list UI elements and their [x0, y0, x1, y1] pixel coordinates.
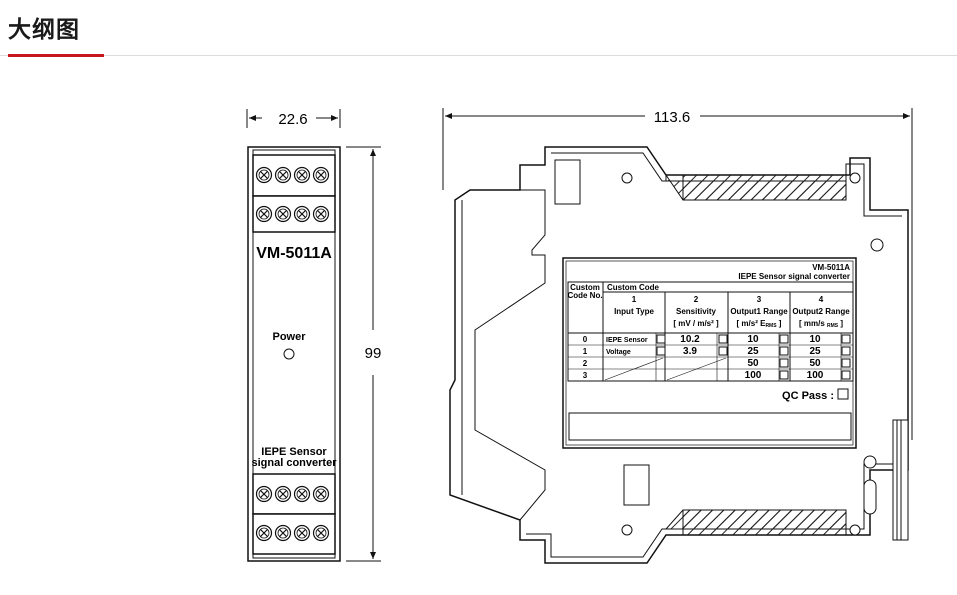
terminal-screw-inner [277, 208, 289, 220]
terminal-screw-cross [317, 210, 325, 218]
front-height-dimension: 99 [365, 345, 382, 362]
col-number: 2 [694, 295, 699, 304]
col-unit: [ m/s² ERMS ] [737, 319, 782, 329]
terminal-screw-inner [277, 488, 289, 500]
output2-value: 25 [809, 346, 821, 357]
terminal-screw-inner [315, 208, 327, 220]
terminal-screw-cross [279, 210, 287, 218]
terminal-screw-cross [317, 529, 325, 537]
header-divider [0, 55, 957, 56]
terminal-screw-inner [296, 488, 308, 500]
col-number: 1 [632, 295, 637, 304]
terminal-screw-inner [258, 208, 270, 220]
col-title: Output1 Range [730, 307, 788, 316]
checkbox [841, 358, 851, 368]
checkbox [779, 370, 789, 380]
col-title: Input Type [614, 307, 654, 316]
terminal-screw-inner [296, 208, 308, 220]
checkbox [656, 346, 666, 356]
front-width-dimension: 22.6 [278, 111, 307, 128]
terminal-screw-inner [296, 169, 308, 181]
checkbox [841, 334, 851, 344]
checkbox [656, 334, 666, 344]
terminal-screw-inner [277, 527, 289, 539]
output1-value: 25 [747, 346, 759, 357]
col-unit: [ mV / m/s² ] [673, 319, 719, 328]
terminal-screw-inner [315, 169, 327, 181]
sensitivity-value: 3.9 [683, 346, 697, 357]
col-title: Output2 Range [792, 307, 850, 316]
checkbox [841, 346, 851, 356]
terminal-screw-cross [298, 529, 306, 537]
col-unit: [ mm/s RMS ] [799, 319, 843, 329]
output1-value: 10 [747, 334, 759, 345]
terminal-screw-cross [279, 171, 287, 179]
terminal-screw-inner [258, 169, 270, 181]
output2-value: 10 [809, 334, 821, 345]
terminal-screw-cross [260, 171, 268, 179]
row-code: 3 [583, 371, 588, 380]
header-accent-bar [8, 54, 104, 57]
terminal-screw-cross [260, 529, 268, 537]
side-view: 113.6 VM-5011A IEPE Senso [442, 108, 913, 564]
output1-value: 100 [745, 370, 762, 381]
terminal-screw-cross [317, 171, 325, 179]
col0-header-l1: Custom [570, 283, 600, 292]
custom-code-header: Custom Code [607, 283, 660, 292]
power-led-icon [283, 348, 295, 360]
checkbox [841, 370, 851, 380]
terminal-screw-inner [258, 527, 270, 539]
output1-value: 50 [747, 358, 759, 369]
power-label: Power [272, 331, 306, 343]
input-type: IEPE Sensor [606, 337, 648, 344]
terminal-screw-cross [298, 171, 306, 179]
sensitivity-value: 10.2 [680, 334, 700, 345]
terminal-screw-cross [298, 490, 306, 498]
front-desc-line2: signal converter [252, 457, 338, 469]
label-model: VM-5011A [812, 263, 850, 272]
col0-header-l2: Code No. [567, 291, 602, 300]
checkbox [779, 346, 789, 356]
row-code: 0 [583, 335, 588, 344]
page-title: 大纲图 [8, 17, 80, 43]
front-view: 22.6 99 VM-5011A Power IEPE Sensor signa… [246, 109, 382, 562]
terminal-screw-cross [260, 490, 268, 498]
checkbox [779, 358, 789, 368]
checkbox [718, 346, 728, 356]
terminal-screw-inner [315, 488, 327, 500]
input-type: Voltage [606, 349, 631, 356]
output2-value: 50 [809, 358, 821, 369]
terminal-screw-cross [279, 490, 287, 498]
terminal-screw-inner [296, 527, 308, 539]
spec-table: Custom Code No. Custom Code 1 2 3 4 Inpu… [567, 281, 854, 382]
terminal-screw-inner [277, 169, 289, 181]
col-title: Sensitivity [676, 307, 717, 316]
checkbox [779, 334, 789, 344]
qc-pass-label: QC Pass : [782, 390, 834, 402]
label-desc: IEPE Sensor signal converter [738, 272, 850, 281]
row-code: 2 [583, 359, 588, 368]
front-model-label: VM-5011A [256, 245, 332, 262]
row-code: 1 [583, 347, 588, 356]
col-number: 3 [757, 295, 762, 304]
terminal-screw-inner [315, 527, 327, 539]
terminal-screw-inner [258, 488, 270, 500]
terminal-screw-cross [260, 210, 268, 218]
qc-pass-checkbox [837, 388, 849, 400]
output2-value: 100 [807, 370, 824, 381]
checkbox [718, 334, 728, 344]
terminal-screw-cross [298, 210, 306, 218]
col-number: 4 [819, 295, 824, 304]
terminal-screw-cross [317, 490, 325, 498]
terminal-screw-cross [279, 529, 287, 537]
front-desc-line1: IEPE Sensor [261, 446, 327, 458]
side-width-dimension: 113.6 [654, 109, 690, 126]
